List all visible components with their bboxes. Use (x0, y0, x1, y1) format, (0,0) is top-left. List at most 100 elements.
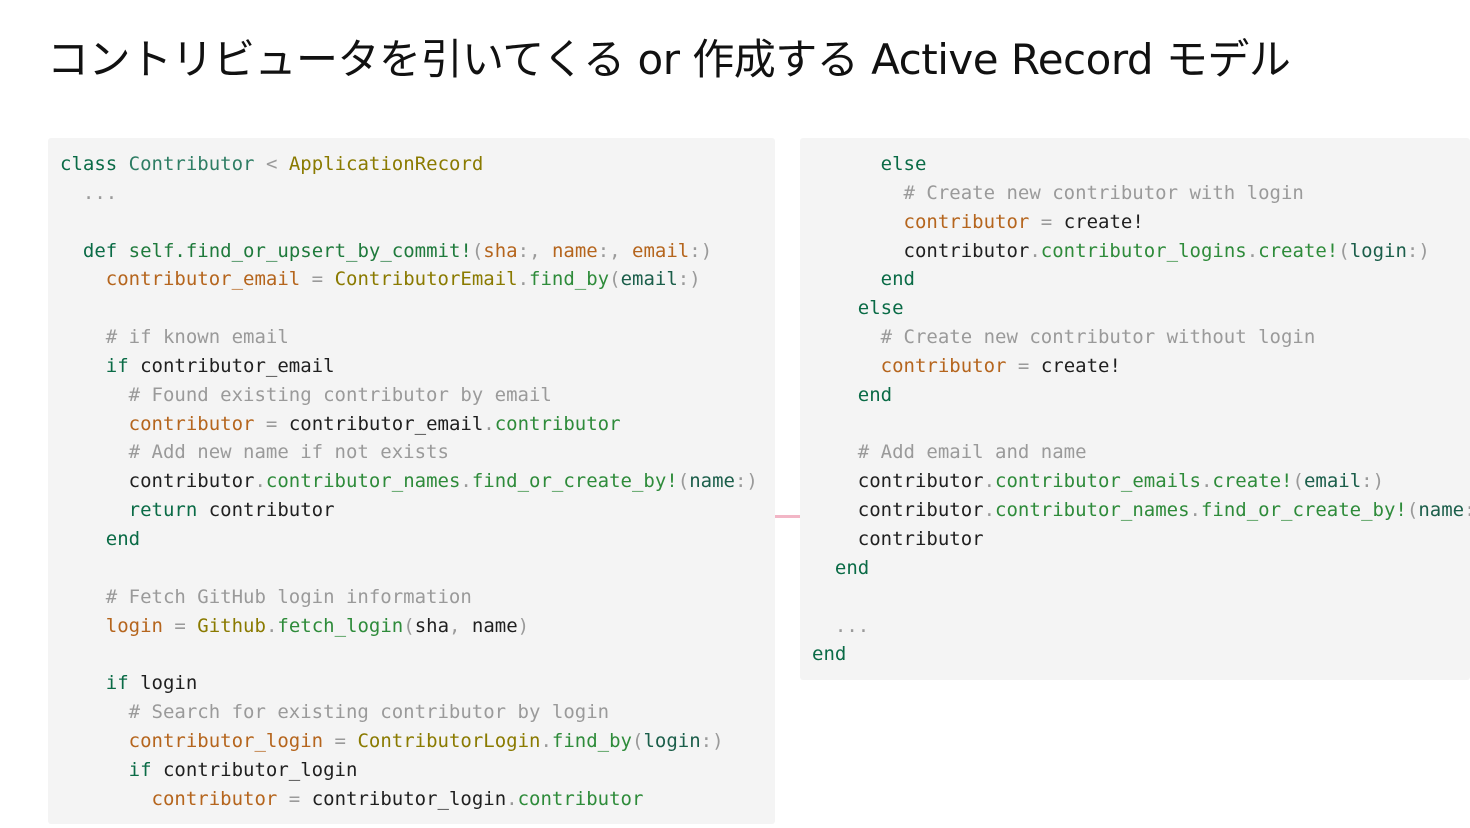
code-token: # if known email (60, 326, 289, 349)
code-line: else (812, 294, 1470, 323)
code-token: = (1029, 210, 1064, 233)
code-token (60, 528, 106, 550)
code-token: :) (1361, 470, 1385, 493)
code-line: if login (60, 669, 758, 698)
code-token: . (983, 499, 996, 522)
code-token: end (812, 643, 847, 666)
code-token: . (483, 412, 495, 435)
code-token: contributor_names (265, 470, 461, 493)
code-token: else (880, 153, 927, 175)
code-token: if (105, 672, 129, 695)
code-line: ... (60, 179, 758, 208)
code-token: contributor_login (311, 787, 507, 810)
code-token (812, 384, 858, 406)
code-token: # Create new contributor without login (812, 326, 1316, 349)
code-token: . (1246, 239, 1259, 262)
code-line: # if known email (60, 323, 758, 352)
code-block-right: else # Create new contributor with login… (800, 138, 1470, 680)
code-line: class Contributor < ApplicationRecord (60, 150, 758, 179)
code-token: ( (471, 239, 484, 262)
code-token: sha (483, 239, 518, 262)
code-token: :) (1464, 499, 1470, 521)
slide-title: コントリビュータを引いてくる or 作成する Active Record モデル (47, 35, 1291, 84)
code-token: . (540, 729, 552, 752)
code-token: contributor (903, 210, 1030, 233)
code-token: ( (677, 470, 690, 493)
code-token: . (983, 470, 996, 493)
code-token: login (105, 614, 163, 637)
code-token: find_by (551, 729, 632, 752)
code-token: ContributorEmail (334, 268, 518, 291)
code-token: ( (1292, 470, 1304, 493)
code-token (60, 615, 106, 637)
code-token: login (643, 729, 701, 752)
code-left-lines: class Contributor < ApplicationRecord ..… (60, 150, 758, 813)
code-token: fetch_login (277, 614, 404, 637)
code-token: def (82, 239, 118, 262)
code-token: ( (632, 729, 644, 752)
code-token: = (323, 729, 358, 752)
code-line: # Search for existing contributor by log… (60, 698, 758, 727)
code-token: create! (1258, 239, 1339, 262)
code-token: create! (1040, 354, 1121, 377)
code-line: contributor = create! (812, 352, 1470, 381)
code-token: else (857, 297, 904, 320)
panel-connector (775, 515, 800, 518)
code-token: login (128, 672, 198, 695)
code-token: = (162, 614, 198, 637)
code-line: end (60, 525, 758, 554)
code-token: ) (517, 614, 530, 637)
code-line: contributor = create! (812, 208, 1470, 237)
code-token: find_or_create_by! (471, 470, 678, 493)
code-line: contributor.contributor_names.find_or_cr… (812, 496, 1470, 525)
code-token: contributor_login (151, 758, 358, 781)
code-right-lines: else # Create new contributor with login… (812, 150, 1470, 669)
code-token: ( (609, 268, 621, 291)
code-token (60, 730, 129, 752)
code-token: ContributorLogin (357, 729, 541, 752)
code-token: = (1006, 354, 1041, 377)
code-token (117, 240, 128, 262)
code-token: contributor (494, 412, 621, 435)
code-token: contributor (151, 787, 278, 810)
code-token: sha (414, 614, 450, 637)
code-line: # Add new name if not exists (60, 438, 758, 467)
code-token: # Create new contributor with login (812, 181, 1304, 204)
code-token: return (128, 499, 198, 522)
code-token: :) (734, 470, 758, 493)
code-token (812, 297, 858, 319)
code-token: Github (197, 614, 266, 637)
code-token: . (254, 470, 266, 493)
code-token: contributor_names (995, 499, 1190, 522)
code-token: contributor (517, 787, 644, 810)
code-token: contributor (197, 499, 335, 522)
code-token: < (265, 153, 278, 175)
code-token: contributor (880, 354, 1007, 377)
code-token: class (60, 153, 118, 175)
code-token: . (1189, 499, 1201, 522)
code-token (60, 788, 152, 810)
code-token: end (834, 556, 870, 579)
code-line: contributor = contributor_login.contribu… (60, 785, 758, 814)
code-token: contributor_email (288, 412, 484, 435)
code-token: name (1418, 499, 1465, 522)
code-line: end (812, 265, 1470, 294)
code-line (60, 554, 758, 583)
code-block-left: class Contributor < ApplicationRecord ..… (48, 138, 775, 824)
code-line: end (812, 554, 1470, 583)
code-line: end (812, 381, 1470, 410)
code-token (60, 413, 129, 435)
code-token: , (449, 614, 472, 637)
code-token: name (471, 614, 518, 637)
code-line (60, 294, 758, 323)
code-line: # Found existing contributor by email (60, 381, 758, 410)
code-line: # Create new contributor with login (812, 179, 1470, 208)
code-line: contributor = contributor_email.contribu… (60, 410, 758, 439)
code-token: contributor (812, 499, 984, 522)
code-line: return contributor (60, 496, 758, 525)
code-line (812, 410, 1470, 439)
code-token: :) (1406, 239, 1430, 262)
code-line: login = Github.fetch_login(sha, name) (60, 612, 758, 641)
code-token: login (1349, 239, 1407, 262)
code-token: name (551, 239, 598, 262)
